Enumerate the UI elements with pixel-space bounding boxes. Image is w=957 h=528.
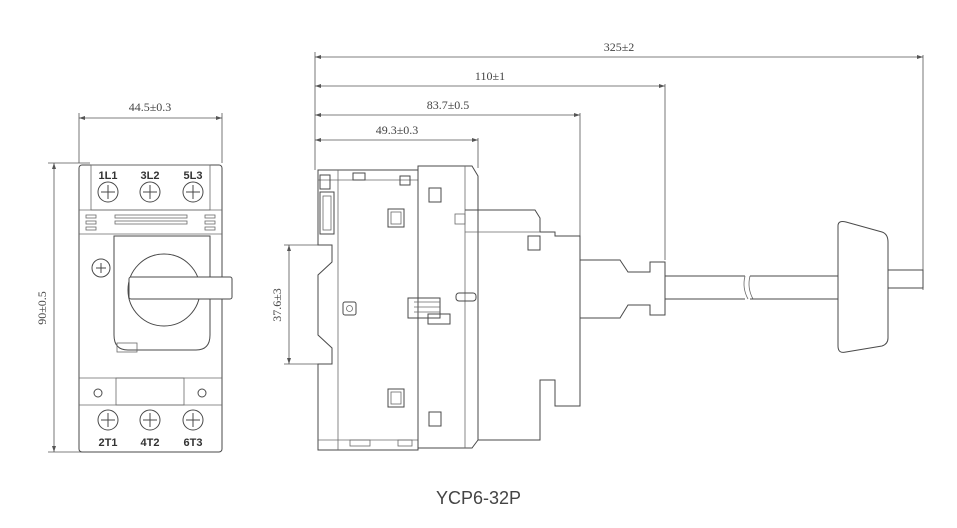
terminal-screw-icon <box>182 181 204 203</box>
indicator-window <box>428 411 442 427</box>
rotary-handle <box>113 235 233 351</box>
terminal-screw-icon <box>139 409 161 431</box>
vent-slots <box>85 214 216 231</box>
mounting-hole-icon <box>197 388 207 398</box>
front-view: 44.5±0.3 90±0.5 <box>35 100 233 453</box>
terminal-label: 3L2 <box>141 170 160 182</box>
extension-tab <box>527 235 541 251</box>
front-width-dimension: 44.5±0.3 <box>78 100 223 163</box>
front-body-outline <box>78 164 223 453</box>
terminal-screw-icon <box>97 181 119 203</box>
terminal-label: 5L3 <box>184 170 203 182</box>
slot-icon <box>455 292 477 302</box>
front-depth-dimension: 49.3±0.3 <box>315 123 479 168</box>
front-depth-label: 49.3±0.3 <box>376 123 419 137</box>
adjust-screw-icon <box>91 258 111 278</box>
rail-hole-icon <box>342 301 357 316</box>
total-length-label: 325±2 <box>604 40 635 54</box>
latch-icon <box>387 208 405 228</box>
shaft-coupling <box>579 259 666 319</box>
latch-icon <box>387 388 405 408</box>
mounting-hole-icon <box>93 388 103 398</box>
terminal-label: 2T1 <box>99 437 118 449</box>
shaft-length-label: 110±1 <box>475 69 505 83</box>
bottom-terminals: 2T1 4T2 6T3 <box>97 409 204 449</box>
side-view: 325±2 110±1 83.7±0.5 49.3±0.3 <box>270 40 924 451</box>
model-caption: YCP6-32P <box>435 488 522 508</box>
terminal-screw-icon <box>139 181 161 203</box>
clip-slot <box>319 191 335 235</box>
extension-box <box>465 209 581 441</box>
terminal-screw-icon <box>97 409 119 431</box>
shaft-length-dimension: 110±1 <box>315 69 666 260</box>
rail-height-label: 37.6±3 <box>270 288 284 322</box>
rail-height-dimension: 37.6±3 <box>270 244 322 365</box>
switch-mechanism <box>407 297 441 319</box>
terminal-label: 4T2 <box>141 437 160 449</box>
extension-shaft <box>665 275 838 300</box>
handle-lever <box>128 276 233 300</box>
front-height-label: 90±0.5 <box>35 291 49 325</box>
terminal-label: 6T3 <box>184 437 203 449</box>
front-width-label: 44.5±0.3 <box>129 100 172 114</box>
terminal-screw-icon <box>182 409 204 431</box>
indicator-window <box>428 187 442 203</box>
terminal-label: 1L1 <box>99 170 118 182</box>
rear-body <box>317 169 419 451</box>
top-terminals: 1L1 3L2 5L3 <box>97 170 204 203</box>
handle-stub <box>887 269 924 289</box>
body-depth-dimension: 83.7±0.5 <box>315 98 581 236</box>
total-length-dimension: 325±2 <box>315 40 924 290</box>
front-height-dimension: 90±0.5 <box>35 162 90 453</box>
door-handle <box>837 221 889 353</box>
body-depth-label: 83.7±0.5 <box>427 98 470 112</box>
lock-tab <box>116 342 138 353</box>
